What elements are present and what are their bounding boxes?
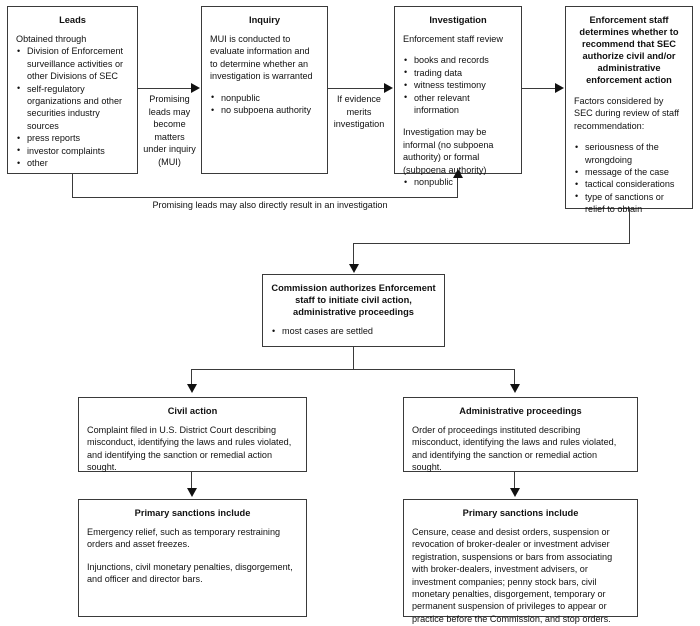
arrow-inquiry-to-investigation xyxy=(384,83,393,93)
arrow-to-admin-sanctions xyxy=(510,488,520,497)
list-item: nonpublic xyxy=(210,91,319,104)
node-inquiry-intro: MUI is conducted to evaluate information… xyxy=(210,34,313,82)
edge-label-leads-to-inquiry: Promising leads may become matters under… xyxy=(143,94,196,167)
node-inquiry-bullets: nonpublic no subpoena authority xyxy=(210,91,319,117)
node-civil-action: Civil action Complaint filed in U.S. Dis… xyxy=(78,397,307,472)
connector-commission-stem xyxy=(353,347,354,370)
arrow-to-administrative-proceedings xyxy=(510,384,520,393)
connector-leads-to-investigation-run xyxy=(72,197,458,198)
edge-label-inquiry-to-investigation: If evidence merits investigation xyxy=(333,94,385,130)
node-inquiry: Inquiry MUI is conducted to evaluate inf… xyxy=(201,6,328,174)
node-enforcement-staff-title: Enforcement staff determines whether to … xyxy=(579,15,679,85)
connector-inquiry-to-investigation xyxy=(328,88,384,89)
node-enforcement-staff: Enforcement staff determines whether to … xyxy=(565,6,693,214)
list-item: other relevant information xyxy=(403,91,513,117)
node-leads: Leads Obtained through Division of Enfor… xyxy=(7,6,138,174)
connector-leads-to-inquiry xyxy=(138,88,192,89)
node-leads-intro: Obtained through xyxy=(16,34,87,44)
connector-administrative-drop xyxy=(514,472,515,489)
node-commission: Commission authorizes Enforcement staff … xyxy=(262,274,445,347)
list-item: other xyxy=(16,157,129,170)
connector-commission-branch-bar xyxy=(191,369,515,370)
arrow-leads-to-investigation xyxy=(453,169,463,178)
arrow-enforcement-to-commission xyxy=(349,264,359,273)
list-item: books and records xyxy=(403,54,513,67)
edge-label-leads-to-investigation: Promising leads may also directly result… xyxy=(152,200,388,210)
node-admin-sanctions: Primary sanctions include Censure, cease… xyxy=(403,499,638,624)
node-admin-sanctions-paragraph: Censure, cease and desist orders, suspen… xyxy=(412,527,613,624)
list-item: message of the case xyxy=(574,166,684,179)
list-item: nonpublic xyxy=(403,176,513,189)
list-item: no subpoena authority xyxy=(210,104,319,117)
node-investigation-note-bullets: nonpublic xyxy=(403,176,513,189)
node-administrative-proceedings-title: Administrative proceedings xyxy=(459,406,582,416)
list-item: witness testimony xyxy=(403,79,513,92)
connector-enforcement-drop xyxy=(629,209,630,244)
list-item: type of sanctions or relief to obtain xyxy=(574,190,684,216)
node-investigation-note: Investigation may be informal (no subpoe… xyxy=(403,127,494,175)
list-item: Division of Enforcement surveillance act… xyxy=(16,45,129,82)
list-item: tactical considerations xyxy=(574,178,684,191)
arrow-to-civil-sanctions xyxy=(187,488,197,497)
list-item: seriousness of the wrongdoing xyxy=(574,141,684,166)
node-leads-bullets: Division of Enforcement surveillance act… xyxy=(16,45,129,169)
node-enforcement-staff-intro: Factors considered by SEC during review … xyxy=(574,96,679,131)
node-investigation: Investigation Enforcement staff review b… xyxy=(394,6,522,188)
node-commission-bullets: most cases are settled xyxy=(271,324,436,337)
connector-branch-right-drop xyxy=(514,369,515,385)
node-investigation-bullets: books and records trading data witness t… xyxy=(403,54,513,116)
node-enforcement-staff-bullets: seriousness of the wrongdoing message of… xyxy=(574,141,684,215)
node-civil-sanctions-paragraph: Emergency relief, such as temporary rest… xyxy=(87,527,281,550)
node-civil-sanctions-title: Primary sanctions include xyxy=(134,508,251,518)
connector-civil-action-drop xyxy=(191,472,192,489)
connector-investigation-to-enforcement xyxy=(522,88,556,89)
connector-investigation-rise xyxy=(457,176,458,198)
node-civil-action-body: Complaint filed in U.S. District Court d… xyxy=(87,425,292,473)
list-item: trading data xyxy=(403,66,513,79)
connector-leads-drop xyxy=(72,174,73,198)
connector-branch-left-drop xyxy=(191,369,192,385)
list-item: self-regulatory organizations and other … xyxy=(16,82,129,133)
node-investigation-intro: Enforcement staff review xyxy=(403,34,503,44)
node-leads-title: Leads xyxy=(59,15,86,25)
node-investigation-title: Investigation xyxy=(429,15,487,25)
node-admin-sanctions-title: Primary sanctions include xyxy=(462,508,579,518)
node-inquiry-title: Inquiry xyxy=(249,15,280,25)
connector-enforcement-to-commission-run xyxy=(353,243,630,244)
connector-commission-drop-in xyxy=(353,243,354,265)
list-item: investor complaints xyxy=(16,144,129,157)
arrow-to-civil-action xyxy=(187,384,197,393)
node-administrative-proceedings-body: Order of proceedings instituted describi… xyxy=(412,425,617,473)
list-item: most cases are settled xyxy=(271,324,436,337)
node-civil-sanctions: Primary sanctions include Emergency reli… xyxy=(78,499,307,617)
node-commission-title: Commission authorizes Enforcement staff … xyxy=(271,283,436,317)
list-item: press reports xyxy=(16,132,129,145)
arrow-investigation-to-enforcement xyxy=(555,83,564,93)
node-civil-action-title: Civil action xyxy=(167,406,218,416)
arrow-leads-to-inquiry xyxy=(191,83,200,93)
node-administrative-proceedings: Administrative proceedings Order of proc… xyxy=(403,397,638,472)
node-civil-sanctions-paragraph: Injunctions, civil monetary penalties, d… xyxy=(87,561,293,585)
